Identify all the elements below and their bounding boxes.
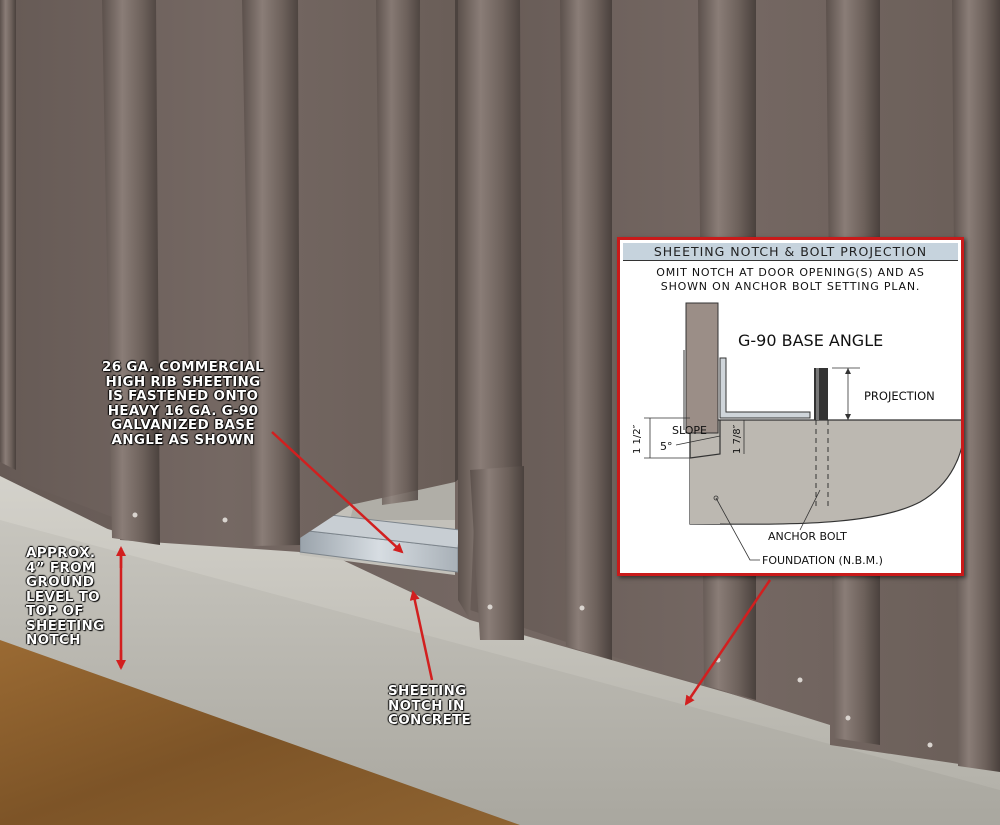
callout-ground-line: NOTCH	[26, 632, 81, 648]
arrow-detail	[684, 579, 772, 706]
callout-notch-line: SHEETING	[388, 683, 467, 699]
detail-note: OMIT NOTCH AT DOOR OPENING(S) AND AS SHO…	[620, 266, 961, 294]
detail-note-line: OMIT NOTCH AT DOOR OPENING(S) AND AS	[656, 266, 925, 279]
callout-ground-line: TOP OF	[26, 603, 84, 619]
callout-ground-line: SHEETING	[26, 617, 105, 634]
detail-drawing: G-90 BASE ANGLE PROJECTION SLOPE 5° 1 1/…	[632, 302, 961, 567]
sheeting-screws	[132, 512, 933, 748]
callout-ground-level: APPROX. 4” FROM GROUND LEVEL TO TOP OF S…	[26, 546, 104, 648]
callout-sheeting-line: GALVANIZED BASE	[111, 417, 255, 433]
foundation-leader	[715, 497, 760, 561]
label-slope: SLOPE	[672, 424, 707, 437]
label-projection: PROJECTION	[864, 389, 935, 403]
label-dim-right: 1 7/8″	[732, 424, 743, 454]
detail-foundation	[689, 419, 961, 525]
callout-arrows	[116, 431, 772, 706]
arrow-sheeting	[271, 431, 404, 554]
arrow-notch	[409, 590, 434, 681]
callout-sheeting: 26 GA. COMMERCIAL HIGH RIB SHEETING IS F…	[102, 360, 264, 447]
label-dim-left: 1 1/2″	[632, 424, 643, 454]
callout-ground-line: 4” FROM	[26, 559, 96, 576]
callout-sheeting-notch: SHEETING NOTCH IN CONCRETE	[388, 684, 471, 728]
callout-ground-line: GROUND	[26, 574, 95, 590]
detail-panel: SHEETING NOTCH & BOLT PROJECTION OMIT NO…	[617, 237, 964, 576]
label-foundation: FOUNDATION (N.B.M.)	[762, 554, 883, 567]
detail-note-line: SHOWN ON ANCHOR BOLT SETTING PLAN.	[660, 280, 921, 293]
detail-foundation-step	[690, 458, 720, 524]
callout-sheeting-line: IS FASTENED ONTO	[107, 388, 259, 404]
callout-sheeting-line: HIGH RIB SHEETING	[105, 373, 261, 390]
callout-notch-line: CONCRETE	[388, 712, 472, 728]
label-slope-angle: 5°	[660, 440, 673, 453]
detail-base-angle	[719, 357, 811, 419]
detail-notch-slope	[689, 420, 721, 459]
callout-notch-line: NOTCH IN	[388, 697, 465, 714]
label-base-angle: G-90 BASE ANGLE	[738, 331, 883, 350]
callout-ground-line: APPROX.	[26, 545, 96, 561]
anchor-bolt-leader	[799, 489, 821, 531]
callout-sheeting-line: 26 GA. COMMERCIAL	[102, 359, 265, 375]
slope-leader	[675, 435, 721, 446]
detail-title: SHEETING NOTCH & BOLT PROJECTION	[623, 243, 958, 261]
callout-sheeting-line: ANGLE AS SHOWN	[111, 431, 255, 448]
callout-sheeting-line: HEAVY 16 GA. G-90	[107, 402, 259, 419]
label-anchor-bolt: ANCHOR BOLT	[768, 530, 847, 543]
callout-ground-line: LEVEL TO	[26, 588, 100, 605]
detail-sheeting	[685, 302, 719, 434]
